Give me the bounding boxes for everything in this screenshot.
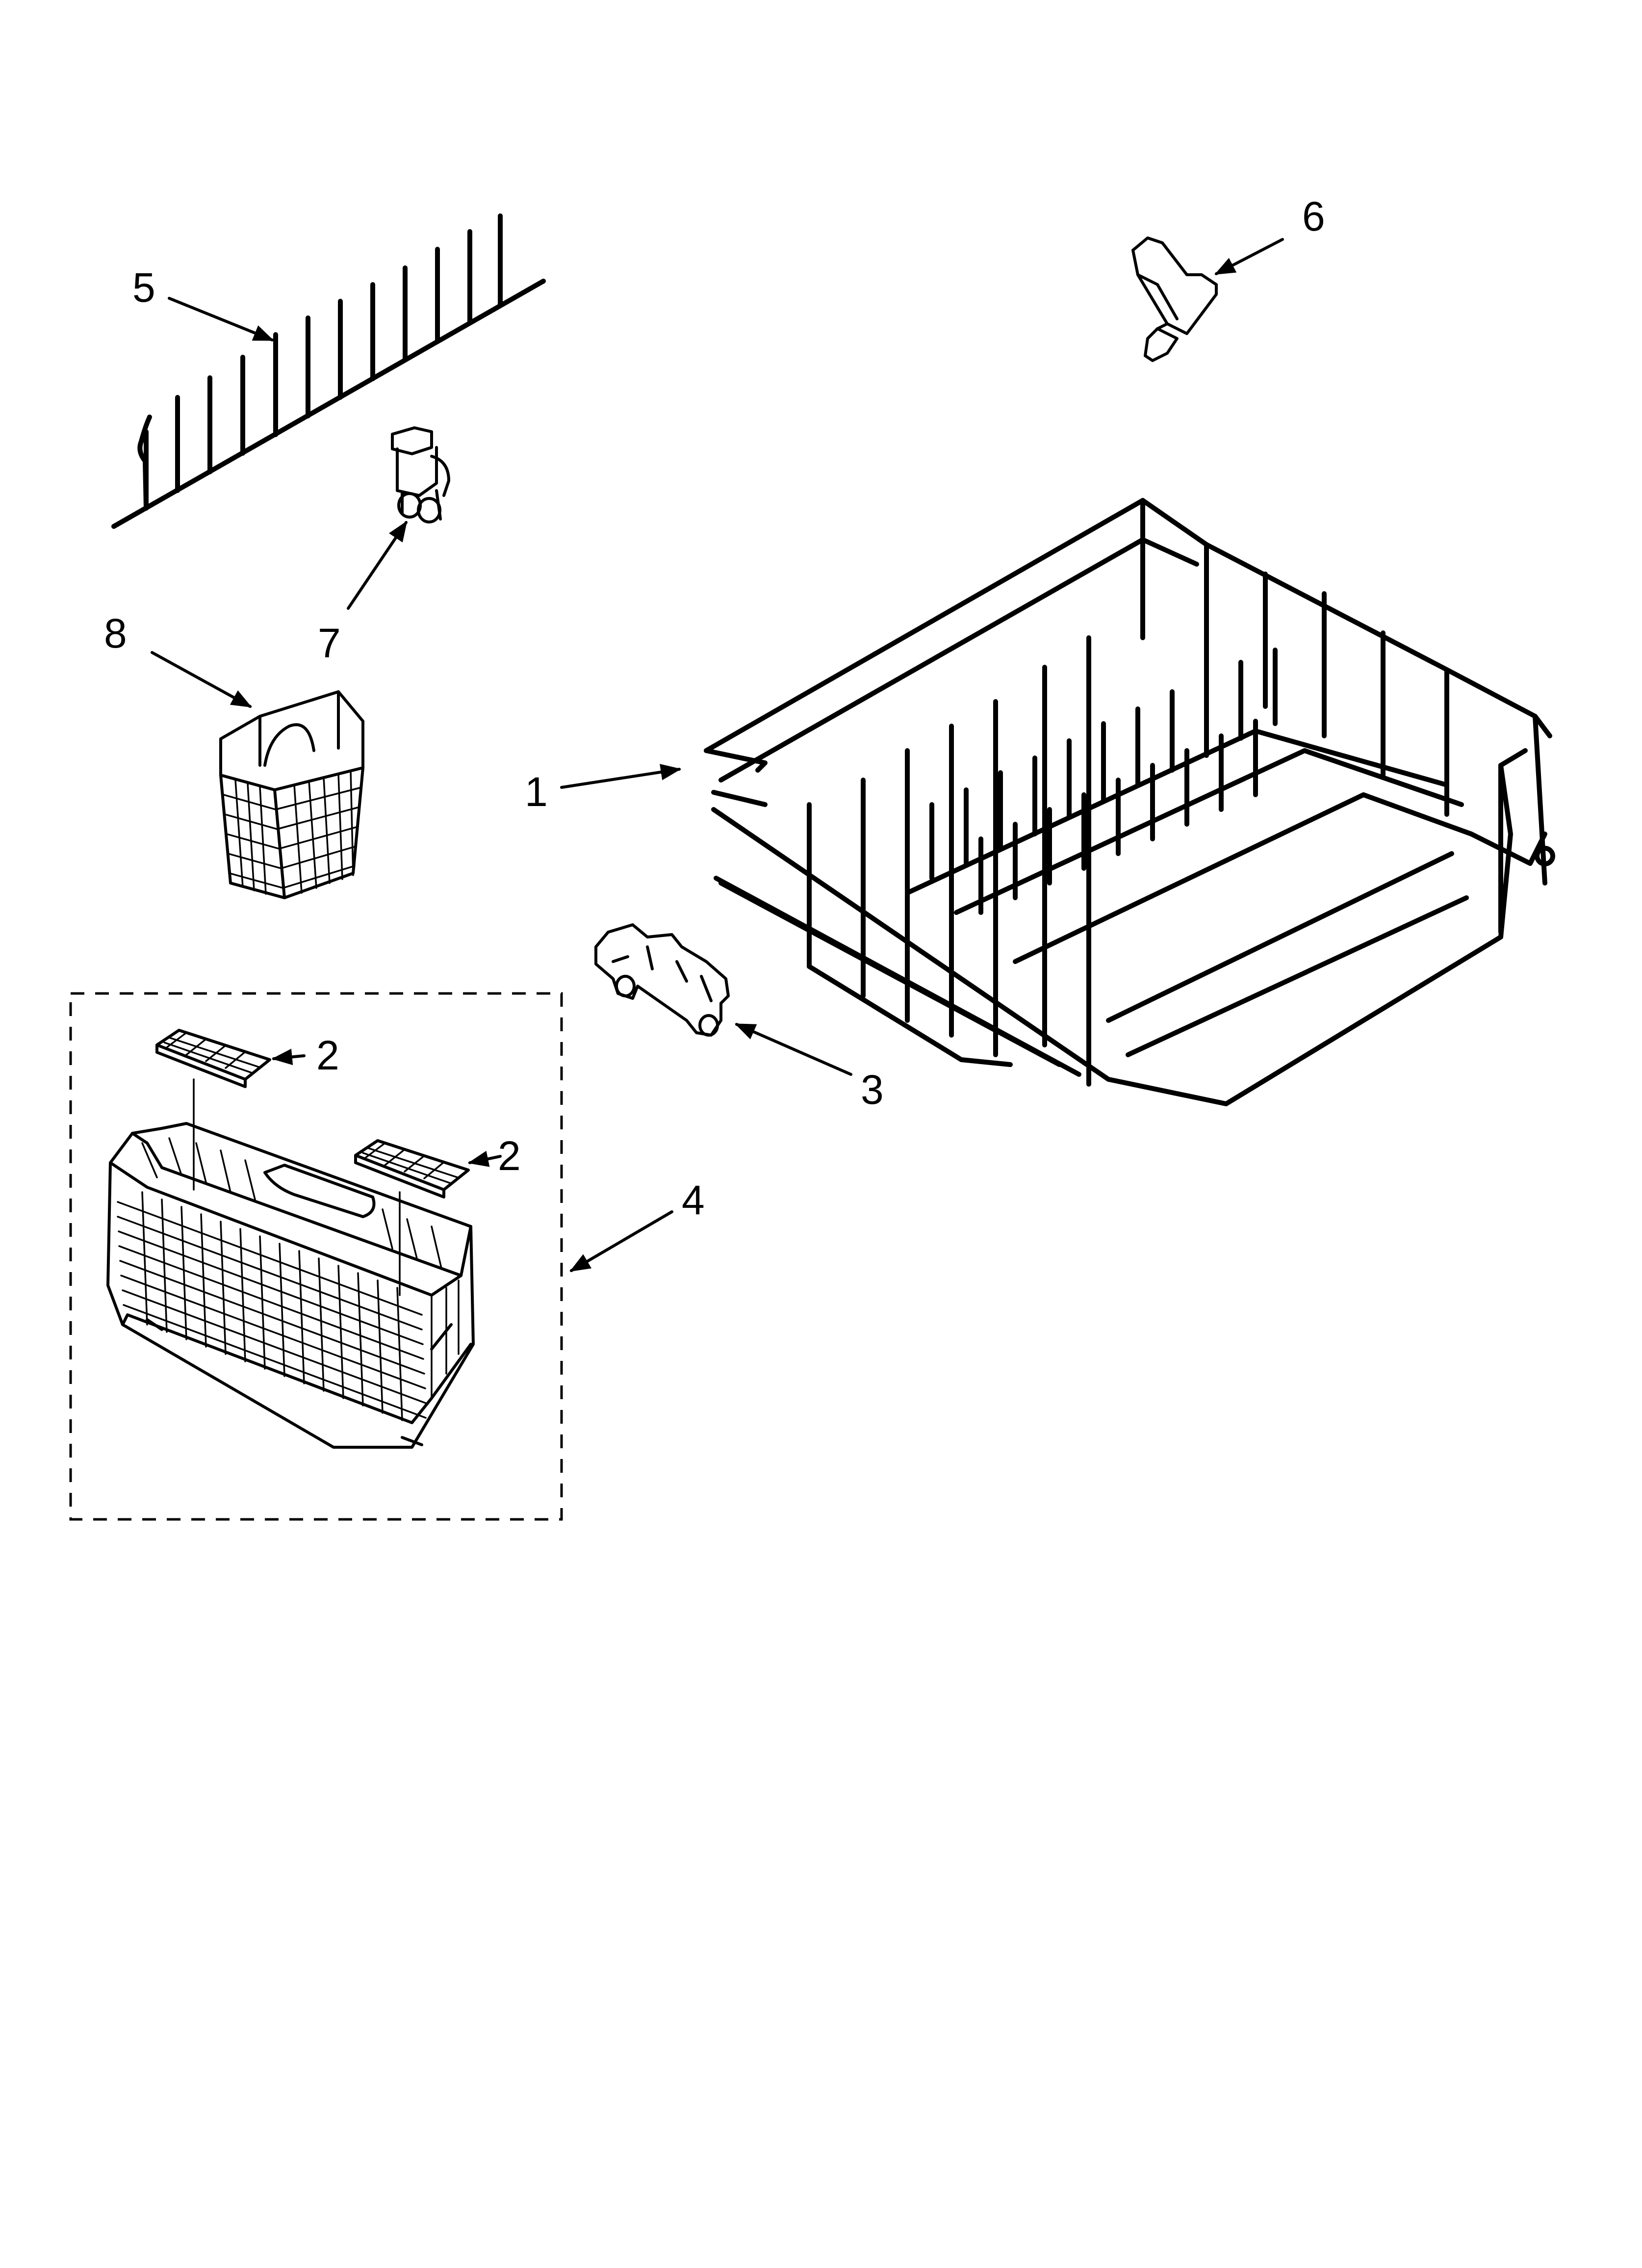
rack-roller-clip-icon[interactable] (594, 923, 730, 1037)
callout-2-bottom: 2 (498, 1133, 521, 1179)
callout-4: 4 (682, 1177, 705, 1223)
silverware-basket-assembly-group (69, 992, 563, 1521)
utensil-basket-icon[interactable] (219, 690, 364, 899)
callout-2-top: 2 (316, 1032, 339, 1078)
callout-5: 5 (132, 264, 155, 311)
silverware-basket-icon[interactable] (106, 1122, 475, 1449)
basket-lid-icon[interactable] (155, 1029, 271, 1088)
wheel-bracket-icon[interactable] (391, 426, 450, 523)
callout-7: 7 (318, 620, 341, 666)
callout-3: 3 (861, 1067, 884, 1113)
basket-lid-icon-2[interactable] (354, 1139, 470, 1199)
callout-1: 1 (525, 769, 548, 815)
callout-leaders (151, 238, 1284, 1272)
lower-dishrack-icon[interactable] (704, 498, 1555, 1106)
tine-row-icon[interactable] (111, 213, 546, 529)
tine-clip-icon[interactable] (1131, 236, 1218, 362)
callout-6: 6 (1302, 193, 1325, 239)
callout-8: 8 (104, 610, 127, 656)
